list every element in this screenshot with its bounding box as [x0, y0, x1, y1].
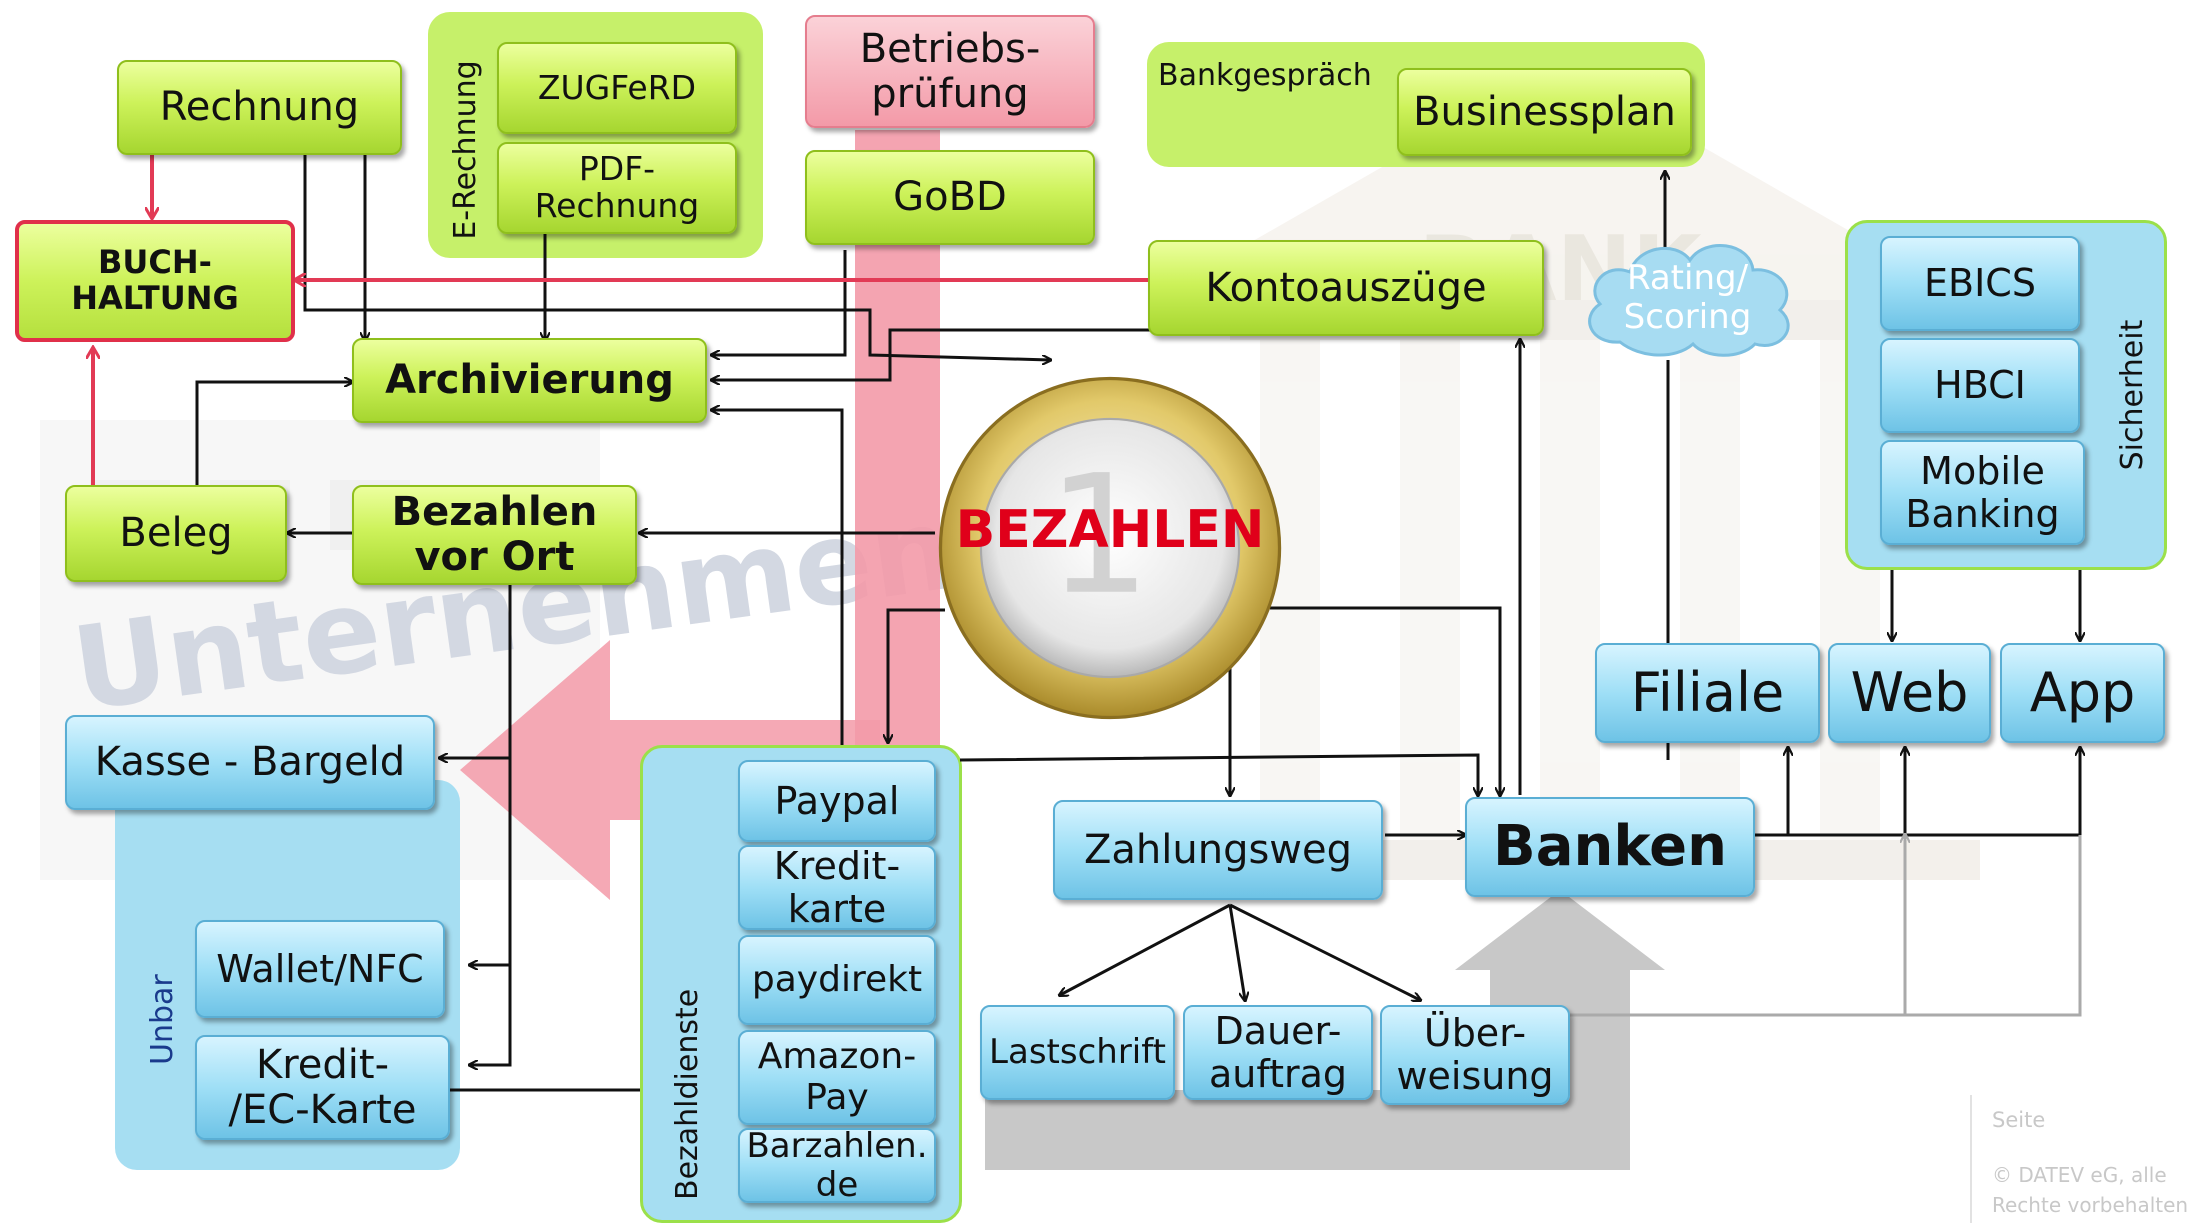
- amazon-pay-node[interactable]: Amazon- Pay: [738, 1030, 936, 1125]
- kreditkarte-node[interactable]: Kredit- karte: [738, 845, 936, 930]
- banken-node[interactable]: Banken: [1465, 797, 1755, 897]
- footer-copyright: © DATEV eG, alle Rechte vorbehalten: [1992, 1163, 2189, 1217]
- app-node[interactable]: App: [2000, 643, 2165, 743]
- footer-seite: Seite: [1992, 1108, 2046, 1132]
- ueberweisung-node[interactable]: Über- weisung: [1380, 1005, 1570, 1105]
- businessplan-node[interactable]: Businessplan: [1397, 68, 1692, 156]
- zahlungsweg-node[interactable]: Zahlungsweg: [1053, 800, 1383, 900]
- gobd-node[interactable]: GoBD: [805, 150, 1095, 245]
- kredit-ec-karte-node[interactable]: Kredit- /EC-Karte: [195, 1035, 450, 1140]
- svg-text:1: 1: [1047, 440, 1151, 631]
- unbar-label: Unbar: [145, 974, 180, 1065]
- archivierung-node[interactable]: Archivierung: [352, 338, 707, 423]
- rating-cloud: [1588, 244, 1790, 357]
- kontoauszuege-node[interactable]: Kontoauszüge: [1148, 240, 1544, 336]
- hbci-node[interactable]: HBCI: [1880, 338, 2080, 433]
- ebics-node[interactable]: EBICS: [1880, 236, 2080, 331]
- sicherheit-label: Sicherheit: [2115, 319, 2150, 471]
- bezahlen-vor-ort-node[interactable]: Bezahlen vor Ort: [352, 485, 637, 585]
- rating-scoring-label: Rating/ Scoring: [1623, 258, 1752, 337]
- footer-divider: [1970, 1095, 1972, 1223]
- web-node[interactable]: Web: [1828, 643, 1991, 743]
- bankgespraech-label: Bankgespräch: [1158, 58, 1372, 93]
- bezahldienste-label: Bezahldienste: [670, 988, 705, 1200]
- wallet-nfc-node[interactable]: Wallet/NFC: [195, 920, 445, 1018]
- lastschrift-node[interactable]: Lastschrift: [980, 1005, 1175, 1100]
- buchhaltung-node[interactable]: BUCH- HALTUNG: [15, 220, 295, 342]
- kasse-bargeld-node[interactable]: Kasse - Bargeld: [65, 715, 435, 810]
- betriebspruefung-node[interactable]: Betriebs- prüfung: [805, 15, 1095, 128]
- paydirekt-node[interactable]: paydirekt: [738, 935, 936, 1025]
- mobile-banking-node[interactable]: Mobile Banking: [1880, 440, 2085, 545]
- paypal-node[interactable]: Paypal: [738, 760, 936, 842]
- e-rechnung-label: E-Rechnung: [448, 60, 483, 240]
- bezahlen-center-label: BEZAHLEN: [955, 499, 1265, 560]
- beleg-node[interactable]: Beleg: [65, 485, 287, 582]
- zugferd-node[interactable]: ZUGFeRD: [497, 42, 737, 134]
- pdf-rechnung-node[interactable]: PDF- Rechnung: [497, 142, 737, 234]
- barzahlen-node[interactable]: Barzahlen. de: [738, 1127, 936, 1204]
- rechnung-node[interactable]: Rechnung: [117, 60, 402, 155]
- euro-coin-icon: 1: [938, 376, 1282, 720]
- filiale-node[interactable]: Filiale: [1595, 643, 1820, 743]
- dauerauftrag-node[interactable]: Dauer- auftrag: [1183, 1005, 1373, 1100]
